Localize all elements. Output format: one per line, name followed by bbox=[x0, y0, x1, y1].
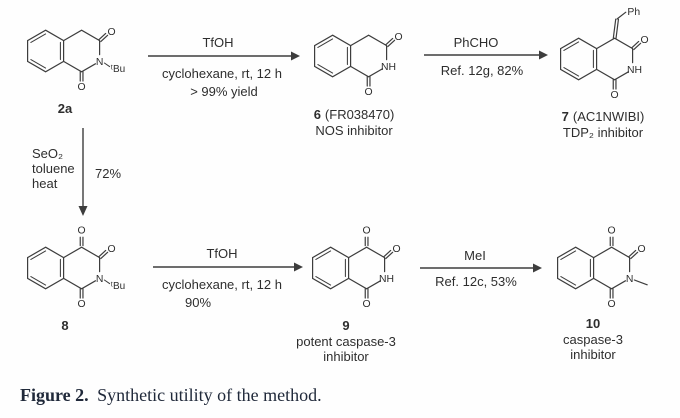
atom-o: O bbox=[638, 244, 646, 255]
figure-caption-label: Figure 2. bbox=[20, 385, 89, 405]
atom-o: O bbox=[78, 299, 86, 310]
figure-caption-text: Synthetic utility of the method. bbox=[97, 385, 322, 405]
reaction-arrow-step1 bbox=[148, 51, 300, 61]
step4-conditions: cyclohexane, rt, 12 h bbox=[162, 277, 282, 292]
compound-role-9-line1: potent caspase-3 bbox=[296, 333, 396, 349]
atom-o: O bbox=[108, 27, 116, 38]
reaction-arrow-step2 bbox=[424, 50, 548, 60]
compound-label-7: 7(AC1NWIBI) TDP₂ inhibitor bbox=[523, 109, 680, 141]
step5-conditions: Ref. 12c, 53% bbox=[435, 274, 517, 289]
atom-nh: NH bbox=[379, 274, 394, 285]
structure-10: O O O N bbox=[557, 226, 648, 310]
step2-conditions: Ref. 12g, 82% bbox=[440, 63, 524, 78]
atom-o: O bbox=[393, 244, 401, 255]
compound-label-8: 8 bbox=[61, 318, 69, 333]
atom-o: O bbox=[78, 82, 86, 93]
step3-yield: 72% bbox=[95, 166, 122, 181]
structure-7: Ph O O NH bbox=[560, 7, 649, 101]
step4-yield: 90% bbox=[184, 295, 212, 310]
compound-role-7: TDP₂ inhibitor bbox=[562, 125, 644, 140]
atom-n: N bbox=[96, 274, 104, 285]
step3-reagents: SeO₂ toluene heat bbox=[32, 146, 75, 191]
reaction-arrow-step4 bbox=[153, 262, 303, 272]
atom-o: O bbox=[641, 35, 649, 46]
step1-reagent: TfOH bbox=[202, 35, 234, 50]
methyl-bond bbox=[633, 279, 648, 286]
atom-o: O bbox=[108, 244, 116, 255]
structure-8: O O O N ᵗBu bbox=[27, 226, 125, 310]
compound-role-9-line2: inhibitor bbox=[323, 349, 369, 364]
reaction-arrow-step5 bbox=[420, 263, 542, 273]
atom-o: O bbox=[365, 87, 373, 98]
atom-tbu: ᵗBu bbox=[111, 64, 125, 75]
compound-role-10-line1: caspase-3 bbox=[563, 331, 623, 347]
step5-reagent: MeI bbox=[464, 248, 486, 263]
step4-reagent: TfOH bbox=[206, 246, 238, 261]
compound-label-6: 6(FR038470) NOS inhibitor bbox=[274, 107, 434, 139]
structure-6: O O NH bbox=[314, 32, 403, 98]
compound-label-2a: 2a bbox=[57, 101, 73, 116]
atom-o: O bbox=[611, 90, 619, 101]
atom-o: O bbox=[608, 299, 616, 310]
atom-o: O bbox=[395, 32, 403, 43]
atom-tbu: ᵗBu bbox=[111, 281, 125, 292]
step1-conditions: cyclohexane, rt, 12 h bbox=[162, 66, 282, 81]
atom-n: N bbox=[626, 274, 634, 285]
figure-caption: Figure 2. Synthetic utility of the metho… bbox=[20, 385, 322, 406]
step1-yield: > 99% yield bbox=[190, 84, 258, 99]
atom-o: O bbox=[363, 226, 371, 237]
atom-nh: NH bbox=[627, 65, 642, 76]
atom-nh: NH bbox=[381, 62, 396, 73]
reaction-arrow-step3 bbox=[78, 128, 88, 216]
compound-label-9: 9 potent caspase-3 inhibitor bbox=[266, 318, 426, 365]
structure-2a: O O N ᵗBu bbox=[27, 27, 125, 93]
structure-9: O O O NH bbox=[312, 226, 401, 310]
step2-reagent: PhCHO bbox=[453, 35, 499, 50]
atom-ph: Ph bbox=[627, 7, 640, 18]
compound-role-6: NOS inhibitor bbox=[315, 123, 393, 138]
compound-role-10-line2: inhibitor bbox=[570, 347, 616, 362]
atom-n: N bbox=[96, 57, 104, 68]
atom-o: O bbox=[608, 226, 616, 237]
atom-o: O bbox=[78, 226, 86, 237]
compound-label-10: 10 caspase-3 inhibitor bbox=[513, 316, 673, 363]
atom-o: O bbox=[363, 299, 371, 310]
